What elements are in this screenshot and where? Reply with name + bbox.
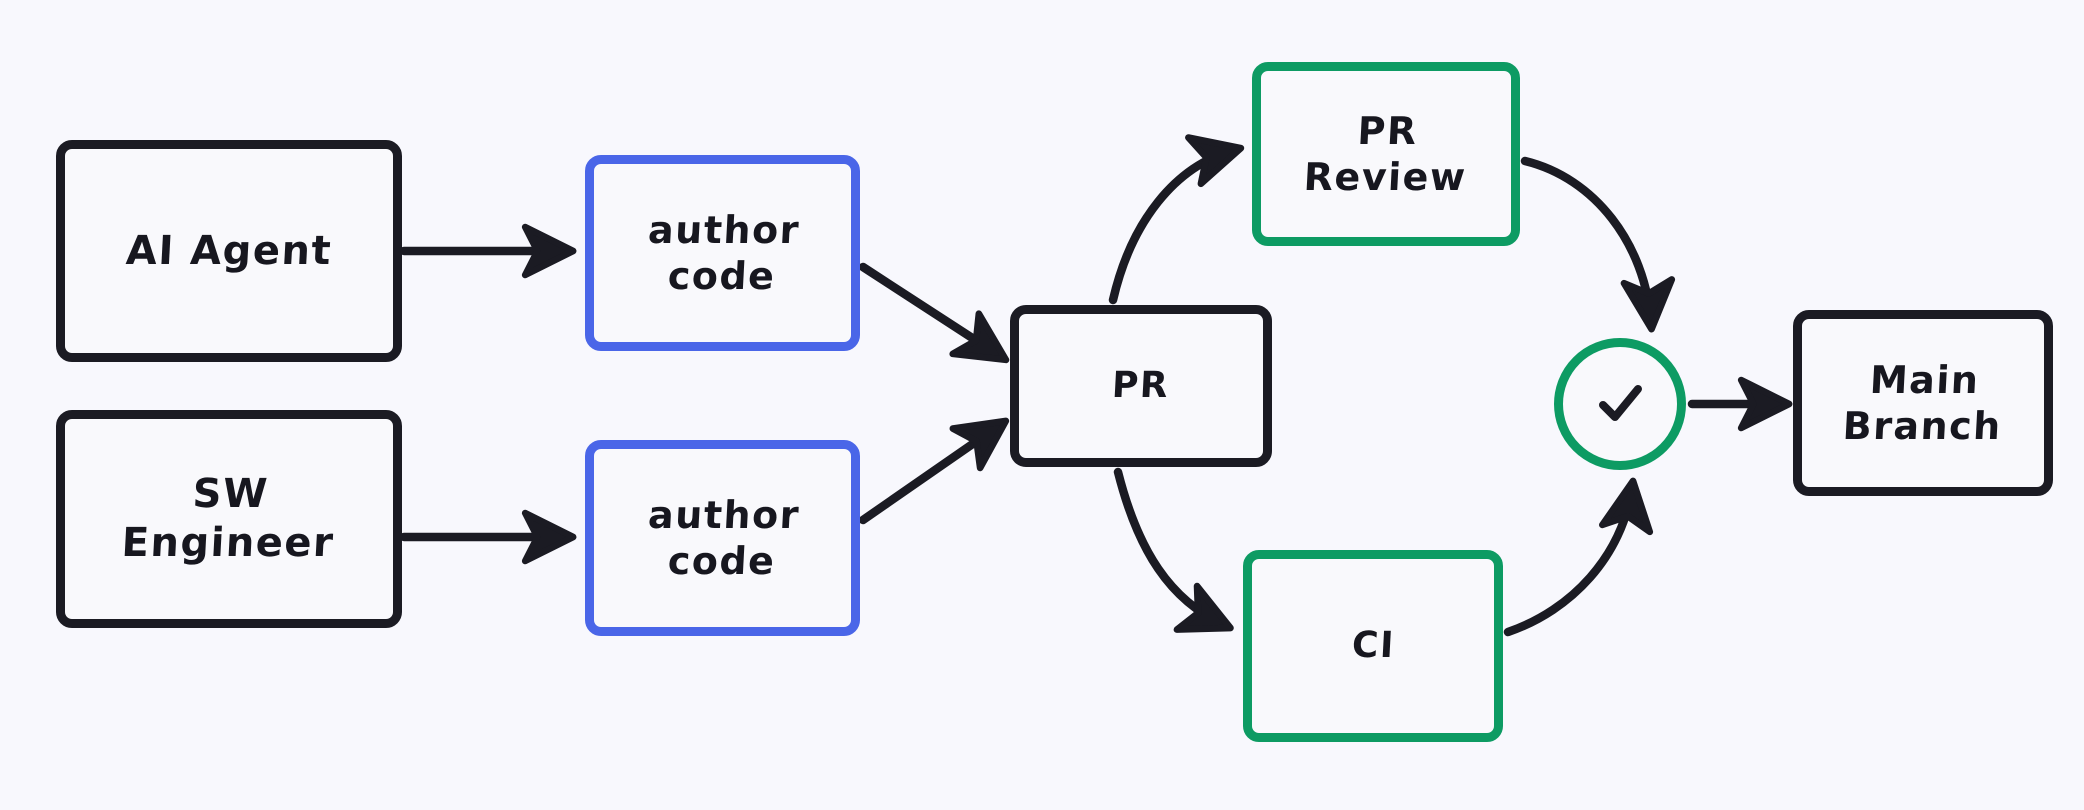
node-pr-review-label: PR Review	[1302, 108, 1468, 199]
node-ai-agent[interactable]: AI Agent	[56, 140, 402, 362]
node-ai-agent-label: AI Agent	[124, 227, 334, 274]
node-author-code-ai[interactable]: author code	[585, 155, 860, 351]
node-pr-review[interactable]: PR Review	[1252, 62, 1520, 246]
node-author-code-ai-label: author code	[646, 207, 801, 298]
edge-author-code-1-to-pr	[858, 262, 1010, 364]
node-main-branch-label: Main Branch	[1841, 357, 2003, 448]
edge-pr-review-to-check	[1520, 156, 1676, 333]
node-author-code-human-label: author code	[646, 492, 801, 583]
node-author-code-human[interactable]: author code	[585, 440, 860, 636]
node-main-branch[interactable]: Main Branch	[1793, 310, 2053, 496]
edge-ci-to-check	[1503, 477, 1654, 637]
check-icon	[1599, 385, 1642, 421]
edge-author-code-2-to-pr	[858, 417, 1010, 525]
node-approval-check[interactable]	[1554, 338, 1686, 470]
node-pr-label: PR	[1111, 365, 1171, 407]
node-sw-engineer-label: SW Engineer	[120, 471, 336, 566]
node-sw-engineer[interactable]: SW Engineer	[56, 410, 402, 628]
edge-pr-to-ci	[1113, 467, 1234, 633]
node-pr[interactable]: PR	[1010, 305, 1272, 467]
node-ci-label: CI	[1350, 625, 1396, 667]
edge-pr-to-pr-review	[1108, 134, 1245, 305]
node-ci[interactable]: CI	[1243, 550, 1503, 742]
